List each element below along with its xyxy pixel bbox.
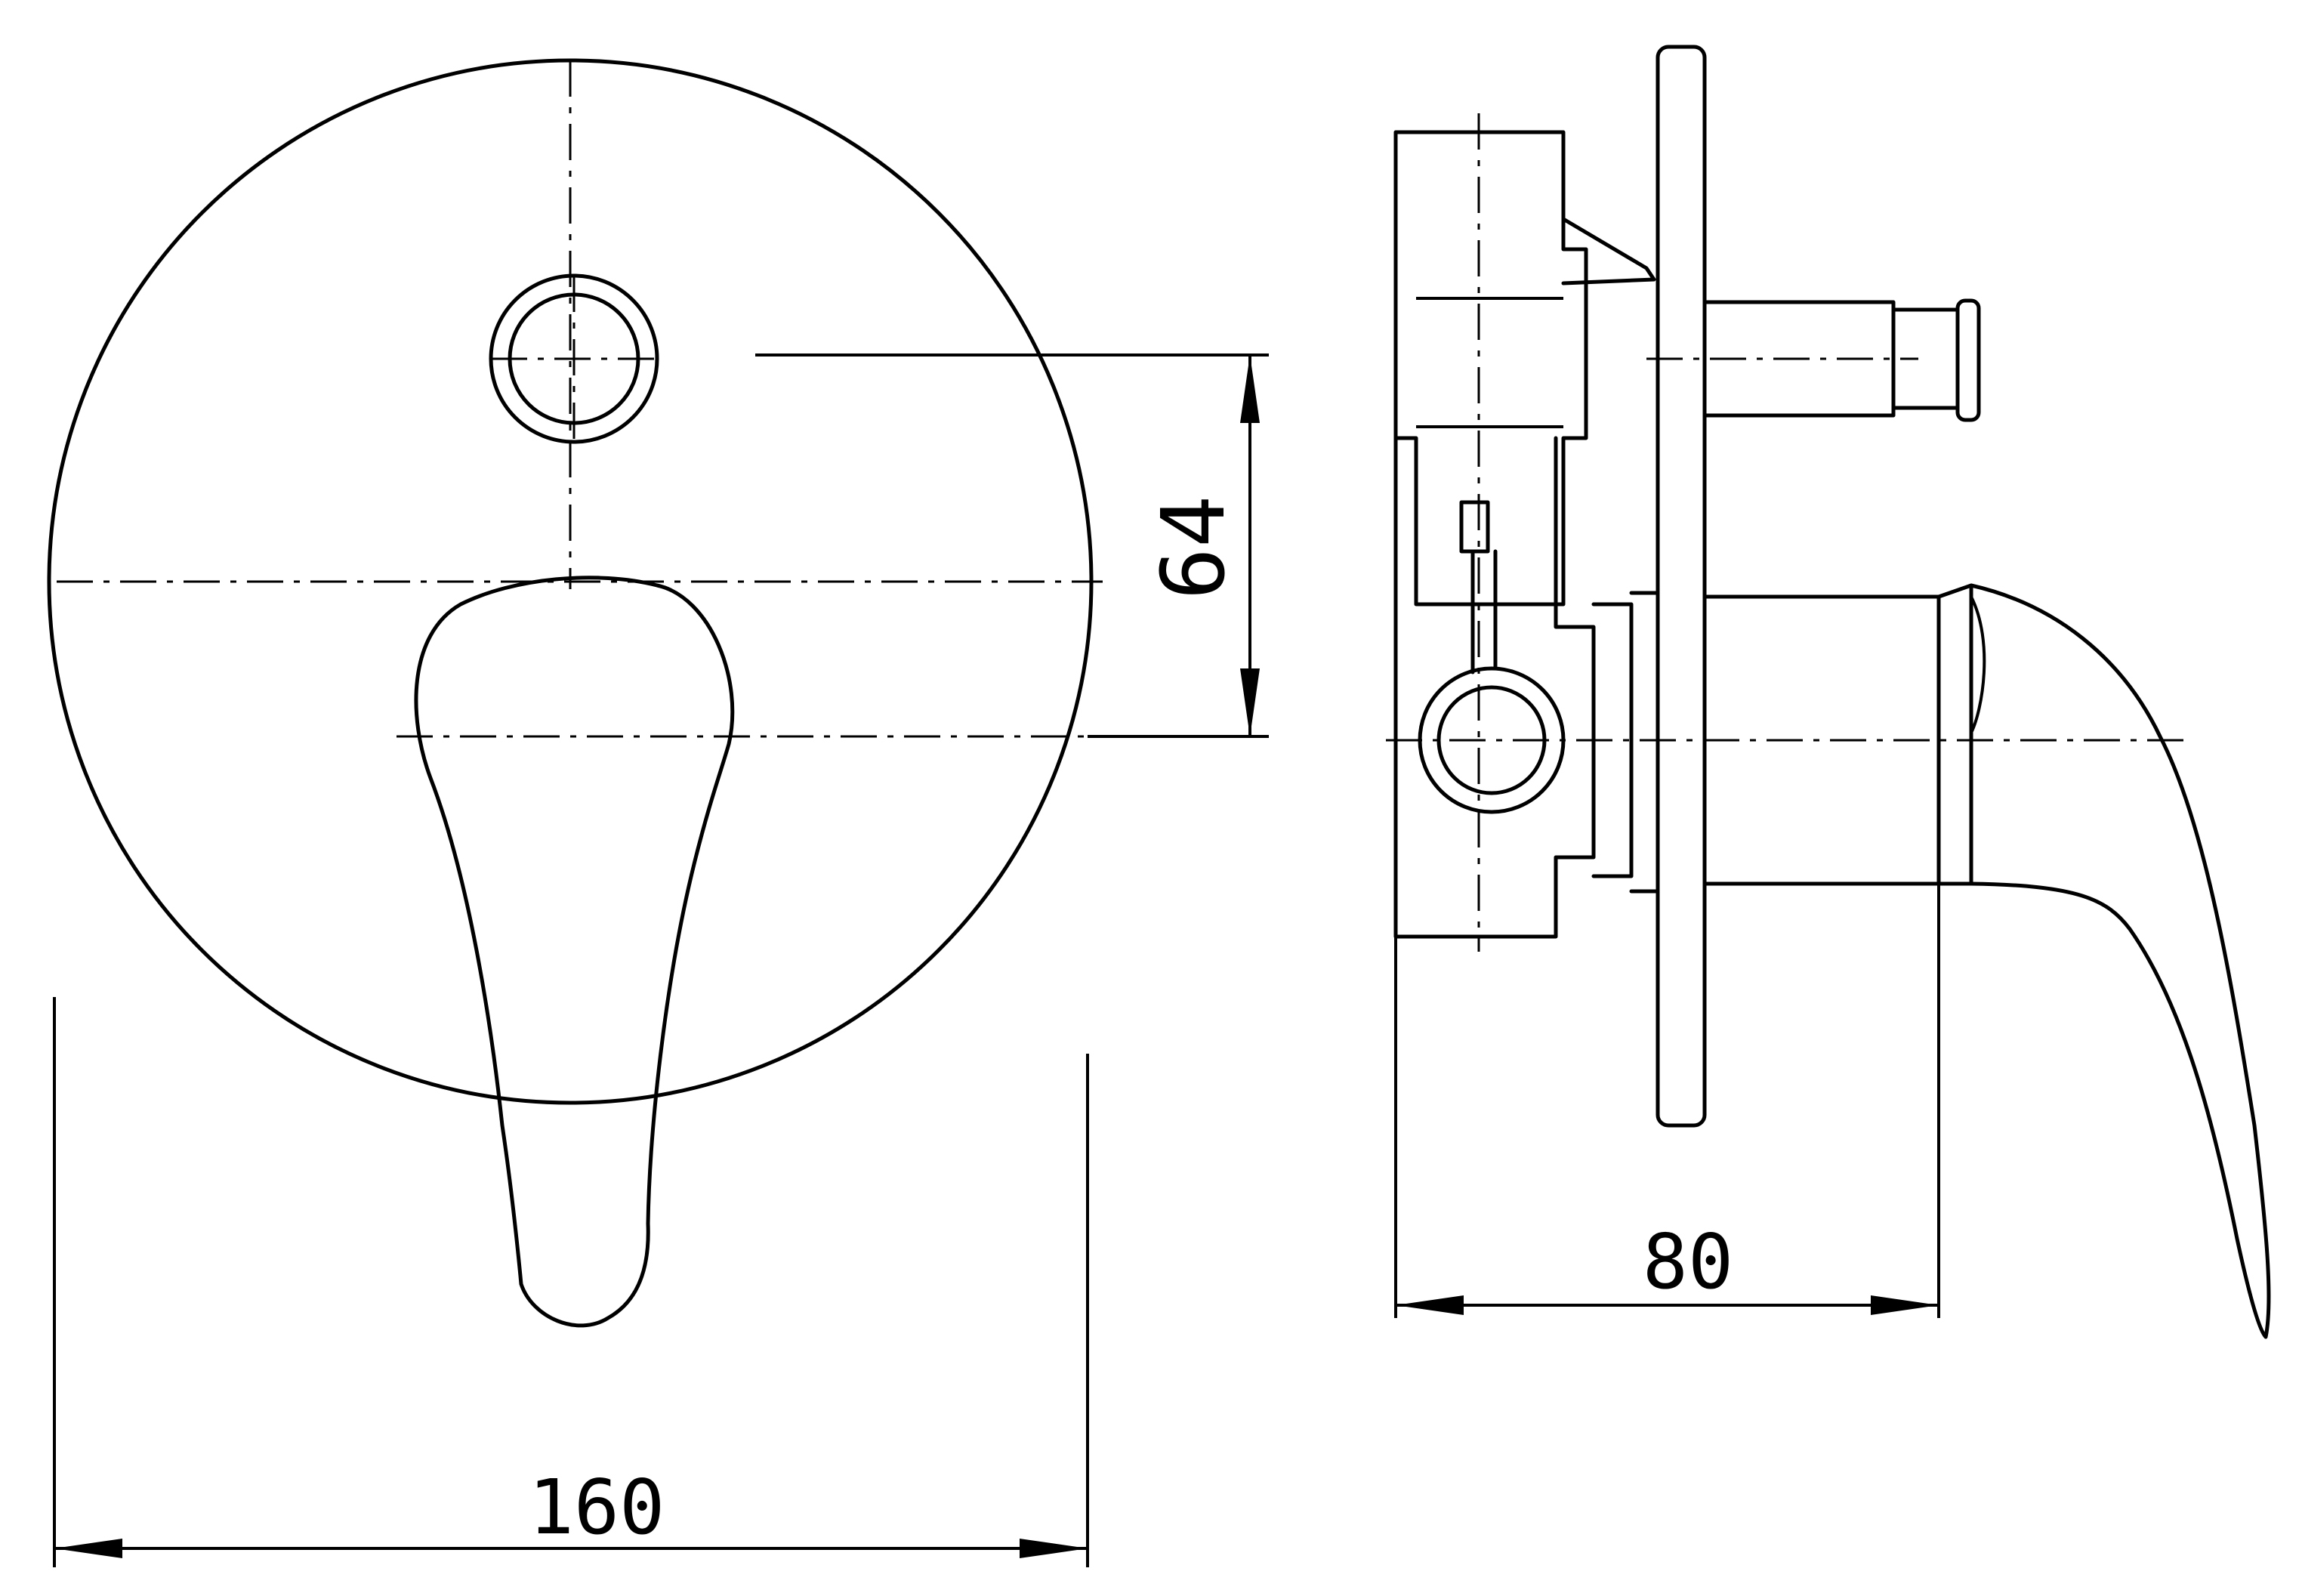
spacing-arrow-bottom: [1240, 668, 1260, 736]
width-label: 160: [529, 1463, 665, 1551]
lever-handle-front: [414, 576, 735, 1328]
body-wedge: [1561, 217, 1656, 286]
outlet-eyelet: [1418, 113, 1566, 952]
width-arrow-left: [54, 1539, 122, 1558]
front-view: 64 160: [47, 58, 1269, 1567]
lever-handle-side: [1936, 583, 2271, 1339]
depth-dimension: 80: [1394, 884, 1940, 1318]
cover-plate-side: [1656, 45, 1707, 1128]
collar-rings: [1591, 591, 1660, 894]
diverter-cap: [1955, 298, 1981, 422]
diverter-knob-front: [489, 273, 659, 446]
depth-label: 80: [1643, 1218, 1733, 1306]
diverter-stem-side: [1646, 298, 1981, 422]
lever-handle-outline: [414, 576, 735, 1328]
eyelet-tab: [1459, 500, 1490, 554]
spacing-label: 64: [1143, 495, 1245, 600]
valve-body-lower: [1393, 436, 1596, 939]
spacing-dimension: 64: [755, 353, 1269, 738]
width-arrow-right: [1020, 1539, 1088, 1558]
valve-body-upper: [1393, 130, 1588, 607]
spacing-arrow-top: [1240, 355, 1260, 423]
depth-arrow-left: [1396, 1295, 1464, 1315]
cover-plate-circle: [47, 58, 1094, 1105]
side-view: 80: [1386, 45, 2271, 1339]
width-dimension: 160: [53, 997, 1089, 1567]
lever-side-inner: [1970, 596, 1986, 733]
depth-arrow-right: [1871, 1295, 1939, 1315]
